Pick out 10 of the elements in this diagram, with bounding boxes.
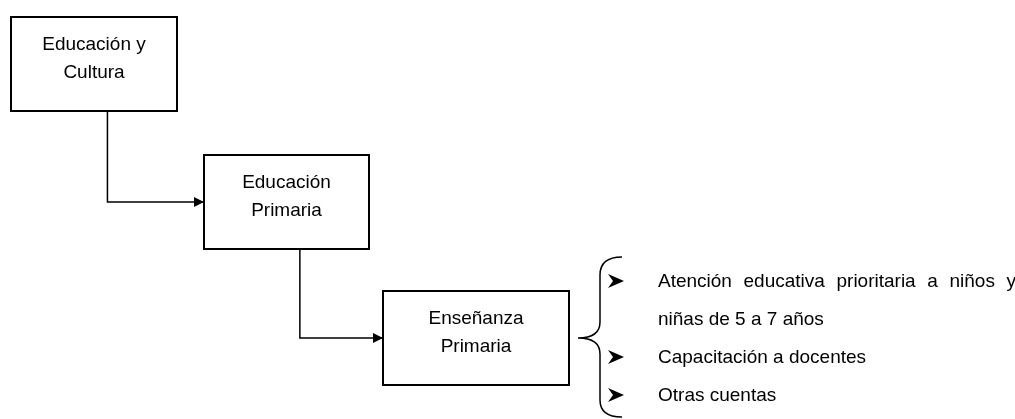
box-label: Educación y Cultura [41, 32, 147, 84]
connector-arrow [106, 111, 204, 207]
box-label: Educación Primaria [241, 170, 332, 222]
box-label: Enseñanza Primaria [427, 306, 525, 358]
process-box [10, 16, 178, 112]
connector-arrow [299, 249, 383, 343]
process-box [382, 290, 570, 386]
bullet-item: Otras cuentas [658, 383, 778, 407]
process-box [203, 154, 370, 250]
bullet-item: Capacitación a docentes [658, 345, 868, 369]
